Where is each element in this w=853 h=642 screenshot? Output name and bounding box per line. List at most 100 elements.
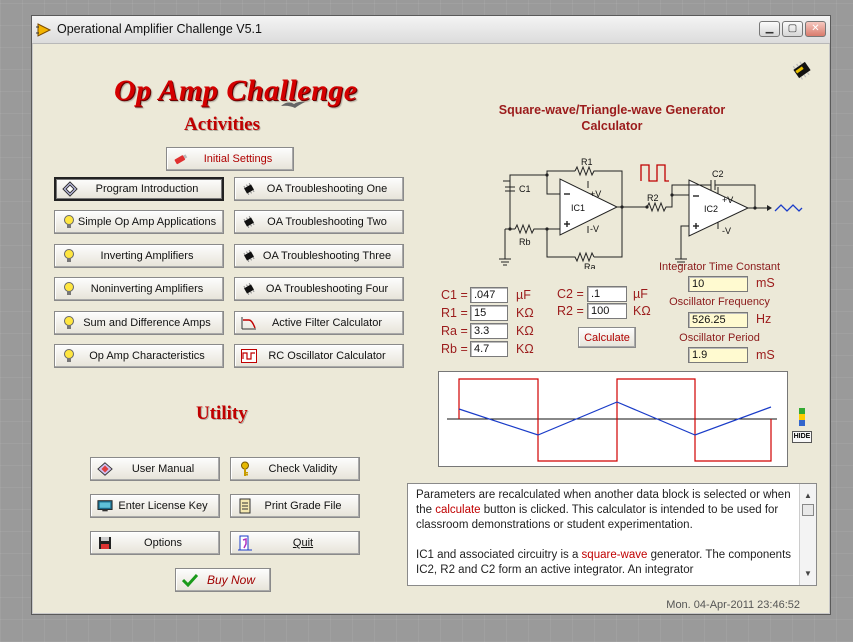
program-introduction-button[interactable]: Program Introduction [54,177,224,201]
bird-icon [281,101,305,108]
c2-param-label: C2 = [557,287,584,301]
ra-label: Ra [584,262,596,269]
triangle-wave-symbol [774,204,803,212]
options-label: Options [144,537,182,549]
options-button[interactable]: Options [90,531,220,555]
filter-graph-icon [241,315,257,331]
description-textbox[interactable]: Parameters are recalculated when another… [407,483,817,586]
ic2-label: IC2 [704,204,718,214]
noninverting-amplifiers-button[interactable]: Noninverting Amplifiers [54,277,224,301]
c2-label: C2 [712,169,724,179]
square-wave-trace [458,378,772,462]
scroll-up-icon[interactable]: ▲ [804,491,812,500]
lightbulb-icon [61,214,77,230]
active-filter-calculator-button[interactable]: Active Filter Calculator [234,311,404,335]
utility-heading: Utility [196,403,248,424]
calculate-button[interactable]: Calculate [578,327,636,348]
waveform-icon [241,348,257,364]
oa-troubleshooting-one-label: OA Troubleshooting One [266,183,388,195]
hide-button[interactable]: HIDE [792,431,812,443]
initial-settings-label: Initial Settings [203,153,273,165]
description-text-2b: generator. The components IC2, R2 and C2… [416,549,792,576]
enter-license-key-button[interactable]: Enter License Key [90,494,220,518]
user-manual-button[interactable]: User Manual [90,457,220,481]
oscillator-period-value[interactable]: 1.9 [688,347,748,363]
window-title: Operational Amplifier Challenge V5.1 [57,22,262,36]
enter-license-key-label: Enter License Key [118,500,208,512]
chip-icon[interactable] [790,58,814,82]
ra-input[interactable]: 3.3 [470,323,508,339]
oa-troubleshooting-four-button[interactable]: OA Troubleshooting Four [234,277,404,301]
r1-input[interactable]: 15 [470,305,508,321]
scroll-thumb[interactable] [802,504,814,516]
buy-now-button[interactable]: Buy Now [175,568,271,592]
frequency-unit: Hz [756,312,772,326]
quit-button[interactable]: Quit [230,531,360,555]
r1-param-label: R1 = [441,306,468,320]
rc-oscillator-calculator-button[interactable]: RC Oscillator Calculator [234,344,404,368]
minimize-button[interactable]: ▁ [759,21,780,37]
simple-op-amp-applications-label: Simple Op Amp Applications [77,216,217,228]
ic1-minusv-label: -V [590,224,599,234]
ic1-plusv-label: +V [590,189,601,199]
ra-param-label: Ra = [441,324,468,338]
monitor-icon [97,498,113,514]
oa-troubleshooting-four-label: OA Troubleshooting Four [265,283,389,295]
description-scrollbar[interactable]: ▲ ▼ [799,484,816,585]
print-grade-file-button[interactable]: Print Grade File [230,494,360,518]
maximize-button[interactable]: ▢ [782,21,803,37]
close-button[interactable]: ✕ [805,21,826,37]
waveform-display [438,371,788,467]
generator-schematic: C1 R1 Rb Ra IC1 R2 C2 IC2 +V -V +V -V [499,157,803,269]
buy-now-label: Buy Now [206,573,256,587]
floppy-disk-icon [97,535,113,551]
oa-troubleshooting-two-label: OA Troubleshooting Two [267,216,387,228]
chip-icon [241,214,257,230]
calculate-highlight: calculate [435,504,481,516]
rb-param-label: Rb = [441,342,468,356]
flashdrive-icon [173,151,189,167]
lightbulb-icon [61,315,77,331]
calculate-label: Calculate [584,331,630,344]
inverting-amplifiers-button[interactable]: Inverting Amplifiers [54,244,224,268]
rc-oscillator-calculator-label: RC Oscillator Calculator [268,350,386,362]
app-logo-title: Op Amp Challenge [114,74,358,107]
c2-input[interactable]: .1 [587,286,627,302]
oa-troubleshooting-one-button[interactable]: OA Troubleshooting One [234,177,404,201]
sum-and-difference-amps-button[interactable]: Sum and Difference Amps [54,311,224,335]
description-text-1b: button is clicked. This calculator is in… [416,504,779,531]
initial-settings-button[interactable]: Initial Settings [166,147,294,171]
r1-unit: KΩ [516,306,534,320]
scroll-down-icon[interactable]: ▼ [804,569,812,578]
op-amp-characteristics-label: Op Amp Characteristics [89,350,205,362]
oa-troubleshooting-two-button[interactable]: OA Troubleshooting Two [234,210,404,234]
quit-label: Quit [292,537,314,549]
check-validity-label: Check Validity [268,463,338,475]
oa-troubleshooting-three-button[interactable]: OA Troubleshooting Three [234,244,404,268]
oscillator-frequency-value[interactable]: 526.25 [688,312,748,328]
key-icon [237,461,253,477]
inverting-amplifiers-label: Inverting Amplifiers [100,250,194,262]
check-validity-button[interactable]: Check Validity [230,457,360,481]
r2-input[interactable]: 100 [587,303,627,319]
c2-unit: µF [633,287,648,301]
square-wave-symbol [640,164,669,182]
integrator-unit: mS [756,276,775,290]
ic2-minusv-label: -V [722,226,731,236]
integrator-time-constant-value[interactable]: 10 [688,276,748,292]
chip-icon [241,248,257,264]
rb-unit: KΩ [516,342,534,356]
ic2-plusv-label: +V [722,195,733,205]
status-datetime: Mon. 04-Apr-2011 23:46:52 [666,599,800,611]
oscillator-frequency-label: Oscillator Frequency [669,296,770,308]
op-amp-characteristics-button[interactable]: Op Amp Characteristics [54,344,224,368]
r1-label: R1 [581,157,593,167]
simple-op-amp-applications-button[interactable]: Simple Op Amp Applications [54,210,224,234]
diamond-icon [62,181,78,197]
period-unit: mS [756,348,775,362]
user-manual-label: User Manual [131,463,195,475]
c1-input[interactable]: .047 [470,287,508,303]
rb-input[interactable]: 4.7 [470,341,508,357]
oa-troubleshooting-three-label: OA Troubleshooting Three [262,250,392,262]
calculator-title: Square-wave/Triangle-wave Generator Calc… [498,103,726,133]
